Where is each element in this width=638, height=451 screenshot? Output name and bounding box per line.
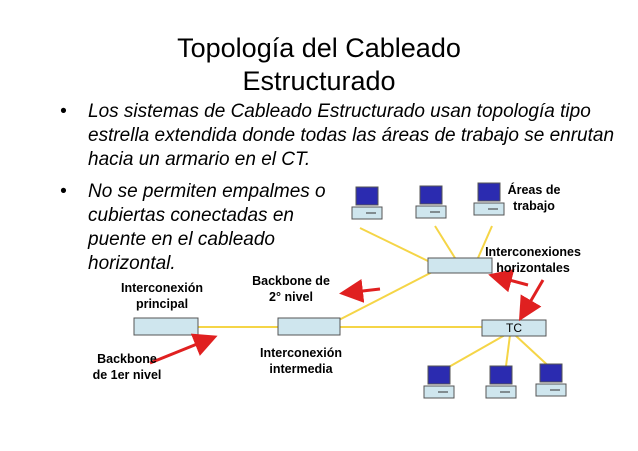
bullet-marker: • — [60, 101, 67, 122]
tc-label: TC — [506, 321, 522, 335]
arrow-icon — [518, 279, 545, 322]
interconexion-intermedia-label: Interconexión intermedia — [260, 346, 342, 376]
computer-icon — [423, 365, 455, 399]
cable-pc2-horizontal — [434, 225, 456, 259]
tc-box — [481, 319, 547, 337]
areas-trabajo-label: Áreas de trabajo — [507, 183, 561, 213]
cable-pc3-horizontal — [477, 225, 493, 259]
title-line-1: Topología del Cableado — [177, 33, 461, 63]
arrow-icon — [488, 269, 529, 293]
interconexion-principal-label: Interconexión principal — [121, 281, 203, 311]
cable-tc-pc4 — [439, 334, 506, 373]
interconexion-intermedia-box — [277, 317, 341, 336]
interconexion-principal-box — [133, 317, 199, 336]
arrows — [149, 269, 545, 365]
bullet-marker: • — [60, 181, 67, 202]
bullet-item-1: • Los sistemas de Cableado Estructurado … — [60, 100, 620, 172]
title-line-2: Estructurado — [242, 66, 396, 96]
bullet-text-2: No se permiten empalmes o cubiertas cone… — [88, 181, 326, 274]
backbone-1-label: Backbone de 1er nivel — [92, 352, 162, 382]
computer-icon — [485, 365, 517, 399]
bullet-item-2: • No se permiten empalmes o cubiertas co… — [60, 180, 340, 276]
interconexiones-horizontales-label: Interconexiones horizontales — [485, 245, 581, 275]
arrow-icon — [149, 333, 218, 365]
cable-pc1-horizontal — [359, 227, 431, 263]
computer-icon — [535, 363, 567, 397]
computer-icon — [351, 186, 383, 220]
slide-title: Topología del Cableado Estructurado — [0, 32, 638, 98]
interconexiones-horizontales-box — [427, 257, 493, 274]
cable-intermedia-horizontal — [334, 267, 441, 323]
bullet-text-1: Los sistemas de Cableado Estructurado us… — [88, 101, 615, 170]
arrow-icon — [339, 279, 381, 303]
backbone-2-label: Backbone de 2° nivel — [252, 274, 330, 304]
computer-icon — [415, 185, 447, 219]
